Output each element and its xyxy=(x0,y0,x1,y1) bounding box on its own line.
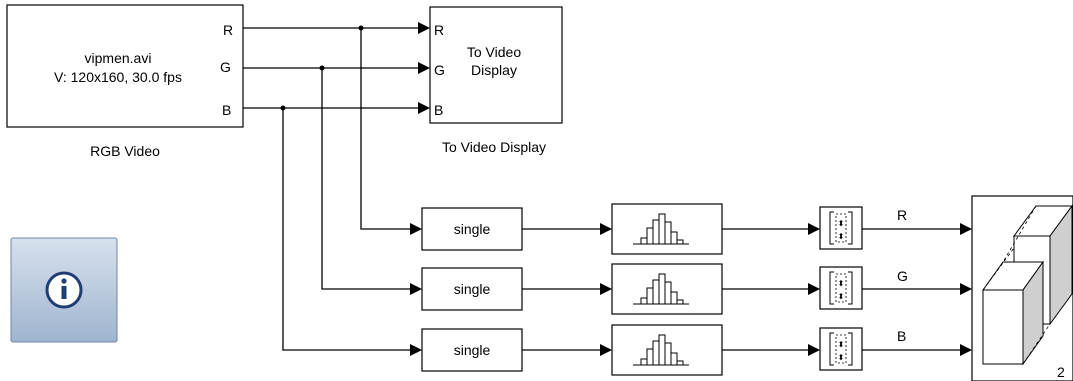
source-info: V: 120x160, 30.0 fps xyxy=(54,69,182,85)
svg-text:⬍: ⬍ xyxy=(838,279,845,288)
convert-to-histogram-signals xyxy=(522,223,612,356)
svg-text:⬍: ⬍ xyxy=(838,232,845,241)
display-caption: To Video Display xyxy=(442,139,546,155)
histogram-block-r[interactable] xyxy=(611,203,723,255)
matrix-bracket-icon: ⬍ ⬍ xyxy=(829,271,853,305)
reshape-block-r[interactable]: ⬍ ⬍ xyxy=(819,206,863,250)
reshape-to-concat-signals xyxy=(862,223,972,356)
source-caption: RGB Video xyxy=(90,143,160,159)
svg-text:⬍: ⬍ xyxy=(838,292,845,301)
reshape-block-g[interactable]: ⬍ ⬍ xyxy=(819,266,863,310)
matrix-bracket-icon: ⬍ ⬍ xyxy=(829,332,853,366)
svg-text:⬍: ⬍ xyxy=(838,340,845,349)
reshape-block-b[interactable]: ⬍ ⬍ xyxy=(819,327,863,371)
histogram-icon xyxy=(633,213,689,245)
display-port-g: G xyxy=(434,62,445,78)
source-port-g: G xyxy=(220,59,231,75)
source-port-r: R xyxy=(223,22,233,38)
3d-concatenate-icon xyxy=(982,204,1073,366)
from-multimedia-file-block[interactable]: vipmen.avi V: 120x160, 30.0 fps R G B xyxy=(6,4,244,128)
svg-text:⬍: ⬍ xyxy=(838,219,845,228)
convert-label-g: single xyxy=(454,281,491,297)
channel-label-r: R xyxy=(897,207,907,223)
convert-block-b[interactable]: single xyxy=(421,328,523,372)
matrix-concatenate-block[interactable]: 2 xyxy=(971,195,1073,381)
channel-label-b: B xyxy=(897,328,906,344)
matrix-bracket-icon: ⬍ ⬍ xyxy=(829,211,853,245)
svg-text:⬍: ⬍ xyxy=(838,353,845,362)
histogram-icon xyxy=(633,334,689,366)
convert-block-r[interactable]: single xyxy=(421,207,523,251)
source-port-b: B xyxy=(222,102,231,118)
branch-signals xyxy=(282,28,422,356)
convert-label-r: single xyxy=(454,221,491,237)
source-to-display-signals xyxy=(243,22,430,114)
histogram-block-g[interactable] xyxy=(611,263,723,315)
channel-label-g: G xyxy=(897,268,908,284)
source-filename: vipmen.avi xyxy=(85,50,152,66)
convert-label-b: single xyxy=(454,342,491,358)
info-button[interactable] xyxy=(10,237,118,343)
convert-block-g[interactable]: single xyxy=(421,267,523,311)
display-port-r: R xyxy=(434,22,444,38)
display-port-b: B xyxy=(434,102,443,118)
histogram-to-reshape-signals xyxy=(722,223,820,356)
histogram-icon xyxy=(633,273,689,305)
histogram-block-b[interactable] xyxy=(611,324,723,376)
info-icon xyxy=(45,271,83,309)
concat-label: 2 xyxy=(1057,364,1065,380)
